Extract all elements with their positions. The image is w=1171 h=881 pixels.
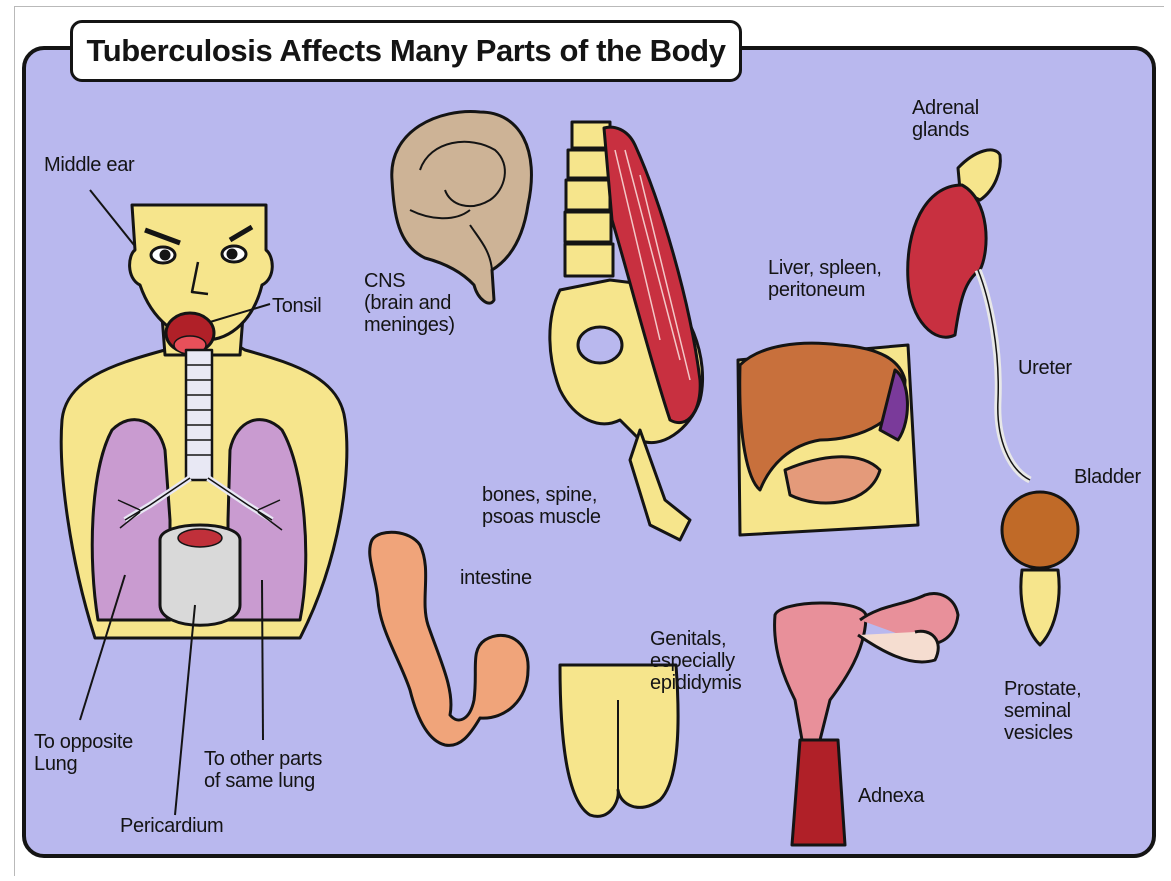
label-other-parts-line: To other parts [204, 748, 322, 770]
label-bones-line: bones, spine, [482, 484, 601, 506]
other-parts-line [262, 580, 263, 740]
label-adrenal-line: Adrenal [912, 97, 979, 119]
label-liver-line: Liver, spleen, [768, 257, 882, 279]
label-bones: bones, spine, psoas muscle [482, 484, 601, 528]
label-prostate-line: vesicles [1004, 722, 1081, 744]
title-box: Tuberculosis Affects Many Parts of the B… [70, 20, 742, 82]
label-cns: CNS (brain and meninges) [364, 270, 455, 336]
label-prostate-line: Prostate, [1004, 678, 1081, 700]
label-genitals-line: Genitals, [650, 628, 741, 650]
label-opposite-lung: To opposite Lung [34, 731, 133, 775]
label-liver-line: peritoneum [768, 279, 882, 301]
urinary-image [908, 150, 1078, 645]
label-adrenal: Adrenal glands [912, 97, 979, 141]
liver-image [738, 343, 918, 535]
intestine-image [370, 532, 528, 745]
label-tonsil: Tonsil [272, 295, 321, 317]
label-other-parts-line: of same lung [204, 770, 322, 792]
label-cns-line: meninges) [364, 314, 455, 336]
label-prostate: Prostate, seminal vesicles [1004, 678, 1081, 744]
label-liver: Liver, spleen, peritoneum [768, 257, 882, 301]
adnexa-image [775, 594, 958, 845]
label-adrenal-line: glands [912, 119, 979, 141]
label-cns-line: CNS [364, 270, 455, 292]
human-figure [61, 205, 347, 638]
label-ureter: Ureter [1018, 357, 1072, 379]
middle-ear-line [90, 190, 134, 245]
label-cns-line: (brain and [364, 292, 455, 314]
label-adnexa: Adnexa [858, 785, 924, 807]
label-opposite-lung-line: To opposite [34, 731, 133, 753]
label-pericardium: Pericardium [120, 815, 223, 837]
diagram-title: Tuberculosis Affects Many Parts of the B… [86, 33, 725, 69]
label-intestine: intestine [460, 567, 532, 589]
label-prostate-line: seminal [1004, 700, 1081, 722]
label-bladder: Bladder [1074, 466, 1141, 488]
label-other-parts: To other parts of same lung [204, 748, 322, 792]
label-genitals: Genitals, especially epididymis [650, 628, 741, 694]
label-opposite-lung-line: Lung [34, 753, 133, 775]
spine-pelvis-image [550, 122, 703, 540]
label-genitals-line: epididymis [650, 672, 741, 694]
label-bones-line: psoas muscle [482, 506, 601, 528]
label-genitals-line: especially [650, 650, 741, 672]
label-middle-ear: Middle ear [44, 154, 134, 176]
